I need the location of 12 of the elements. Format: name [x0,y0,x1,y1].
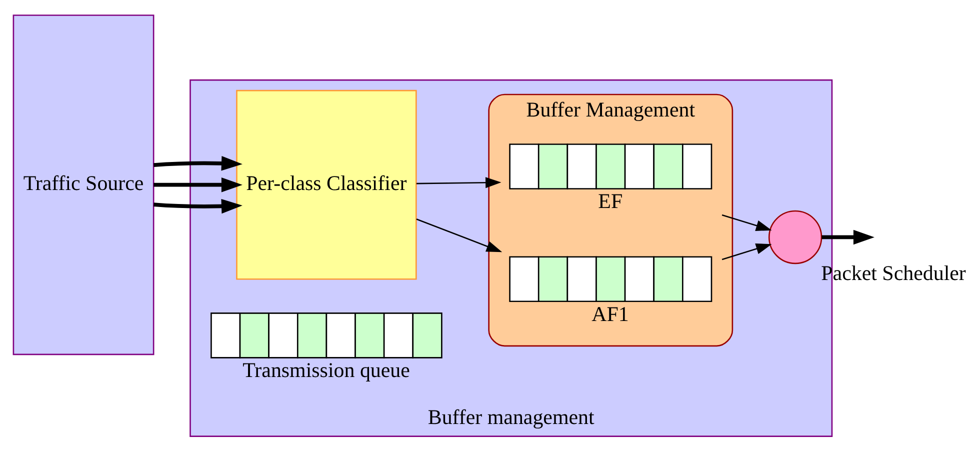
arrow [154,156,242,170]
arrow [822,229,874,244]
node-label: AF1 [592,301,629,326]
node-box: Traffic Source [12,14,154,355]
node-label: Transmission queue [242,358,410,382]
node-circle [768,210,822,264]
node-box: Per-class Classifier [236,89,417,280]
arrow [416,218,502,252]
arrow [154,176,242,192]
node-label: EF [598,188,623,213]
arrow [416,176,502,188]
arrow [154,198,242,214]
